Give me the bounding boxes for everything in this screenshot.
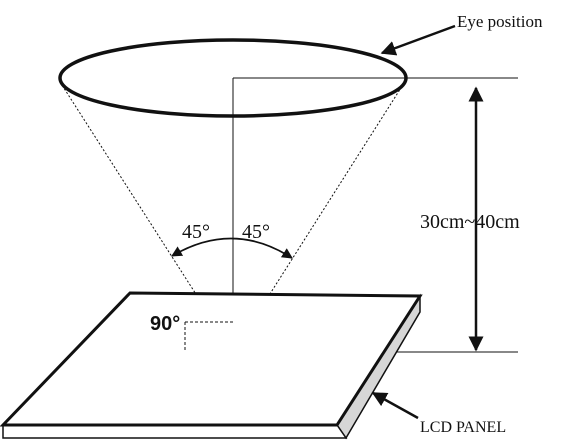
right-angle-marker [184,321,233,350]
distance-label: 30cm~40cm [420,211,520,233]
right-angle-label: 90° [150,313,180,335]
cone-left-edge [59,81,234,353]
angle-arc [171,237,293,259]
eye-position-label: Eye position [457,12,543,31]
lcd-panel-label: LCD PANEL [420,419,506,436]
panel-top [0,291,423,427]
angle-right-label: 45° [242,221,270,243]
lcd-panel [0,291,423,440]
lcd-panel-pointer [371,391,419,420]
eye-position-pointer [380,24,456,56]
panel-front [2,424,348,439]
angle-left-label: 45° [182,221,210,243]
